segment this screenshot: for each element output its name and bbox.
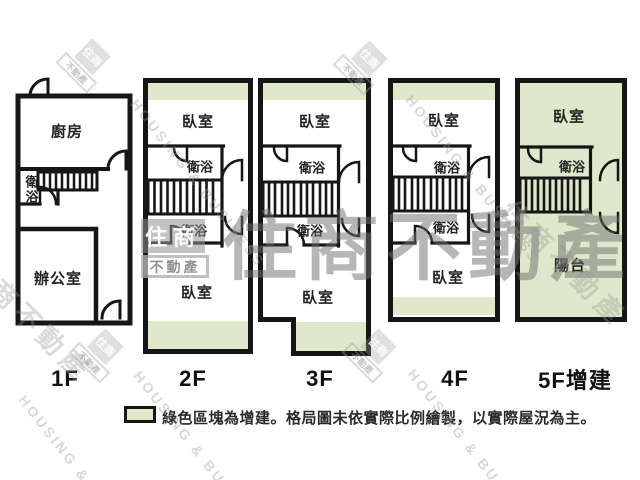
room-label-bath-5f: 衛浴 (558, 159, 586, 175)
floorplan-1f-drawing (15, 77, 133, 326)
floorplan-5f-drawing (515, 78, 627, 322)
floor-label-1f: 1F (51, 366, 79, 391)
room-label-bedroom-top-2f: 臥室 (181, 113, 215, 131)
room-label-bedroom-bottom-2f: 臥室 (180, 284, 214, 302)
room-label-bath-bottom-3f: 衛浴 (296, 223, 324, 239)
room-label-bath-top-4f: 衛浴 (433, 160, 461, 176)
room-label-bath-top-2f: 衛浴 (186, 159, 214, 175)
floor-label-4f: 4F (441, 366, 469, 391)
room-label-bath-bottom-2f: 衛浴 (180, 223, 208, 239)
room-label-bath-1f: 衛浴 (23, 175, 39, 205)
room-label-bedroom-bottom-3f: 臥室 (301, 289, 335, 307)
room-label-kitchen: 廚房 (50, 123, 84, 141)
room-label-balcony: 陽台 (553, 257, 587, 275)
floor-label-3f: 3F (306, 366, 334, 391)
room-label-bath-top-3f: 衛浴 (298, 160, 326, 176)
room-label-bedroom-5f: 臥室 (552, 108, 586, 126)
room-label-office: 辦公室 (33, 270, 83, 288)
floorplan-4f-drawing (388, 78, 500, 322)
floor-label-2f: 2F (179, 366, 207, 391)
floor-label-5f: 5F增建 (538, 368, 612, 393)
room-label-bedroom-top-3f: 臥室 (298, 113, 332, 131)
room-label-bedroom-top-4f: 臥室 (427, 112, 461, 130)
room-label-bath-bottom-4f: 衛浴 (432, 220, 460, 236)
floorplan-3f-drawing (258, 78, 371, 356)
legend-addition-swatch (124, 406, 156, 423)
legend-note: 綠色區塊為增建。格局圖未依實際比例繪製，以實際屋況為主。 (162, 410, 597, 427)
room-label-bedroom-bottom-4f: 臥室 (431, 269, 465, 287)
